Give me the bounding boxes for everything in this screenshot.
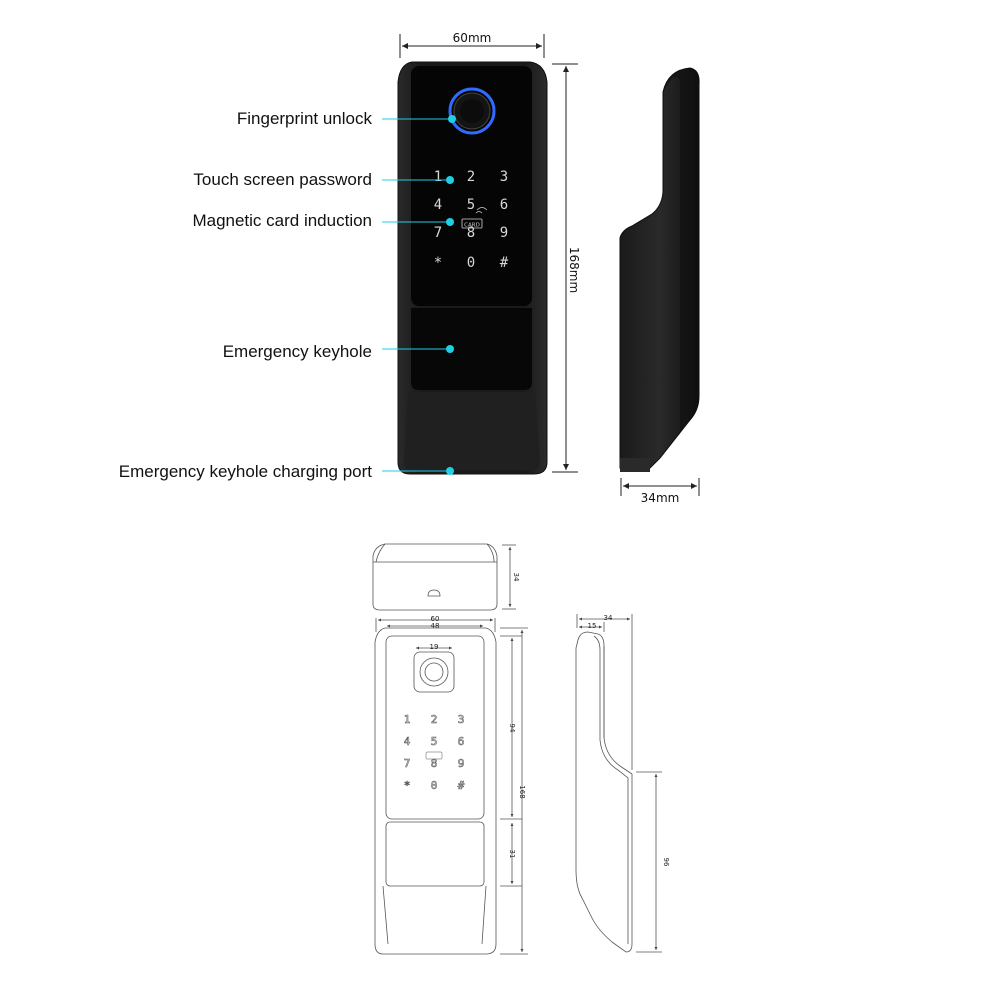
dimension-width: 60mm bbox=[399, 31, 545, 58]
front-view-drawing bbox=[374, 618, 528, 955]
callout-label: Emergency keyhole bbox=[223, 342, 372, 361]
fingerprint-sensor-center bbox=[460, 99, 484, 123]
dim-total: 168 bbox=[518, 785, 526, 798]
callout-charging-port: Emergency keyhole charging port bbox=[119, 462, 454, 481]
callout-label: Touch screen password bbox=[193, 170, 372, 189]
glass-panel bbox=[411, 66, 532, 306]
fingerprint-ring bbox=[448, 87, 496, 135]
callout-label: Emergency keyhole charging port bbox=[119, 462, 373, 481]
key-7: 8 bbox=[467, 225, 475, 241]
callout-dot bbox=[446, 218, 454, 226]
outline-key-8: 9 bbox=[458, 757, 465, 770]
key-4: 5 bbox=[467, 197, 475, 213]
key-1: 2 bbox=[467, 169, 475, 185]
key-6: 7 bbox=[434, 225, 442, 241]
lock-lower-face bbox=[404, 392, 540, 470]
outline-key-4: 5 bbox=[431, 735, 438, 748]
dim-panel: 94 bbox=[508, 724, 516, 733]
dimension-width-label: 60mm bbox=[453, 31, 492, 45]
key-5: 6 bbox=[500, 197, 508, 213]
key-3: 4 bbox=[434, 197, 442, 213]
keypad: 1 2 3 4 5 6 7 8 9 * 0 # bbox=[434, 169, 509, 271]
card-icon-label: CARD bbox=[464, 223, 480, 229]
outline-key-0: 1 bbox=[404, 713, 411, 726]
outline-key-5: 6 bbox=[458, 735, 465, 748]
dimension-depth-label: 34mm bbox=[641, 491, 680, 505]
outline-key-10: 0 bbox=[431, 779, 438, 792]
callout-label: Fingerprint unlock bbox=[237, 109, 373, 128]
keypad-outline: 1 2 3 4 5 6 7 8 9 * 0 # bbox=[403, 713, 465, 793]
callout-dot bbox=[446, 345, 454, 353]
outline-key-2: 3 bbox=[458, 713, 465, 726]
outline-key-9: * bbox=[404, 779, 411, 792]
dimension-height-label: 168mm bbox=[567, 247, 581, 293]
front-view: 1 2 3 4 5 6 7 8 9 * 0 # CARD bbox=[397, 61, 548, 475]
callouts: Fingerprint unlock Touch screen password… bbox=[119, 109, 456, 481]
outline-key-3: 4 bbox=[404, 735, 411, 748]
callout-dot bbox=[446, 176, 454, 184]
dimension-depth: 34mm bbox=[620, 478, 700, 505]
card-icon bbox=[461, 218, 483, 229]
callout-fingerprint: Fingerprint unlock bbox=[237, 109, 456, 128]
side-view bbox=[619, 67, 700, 472]
dim-sensor: 19 bbox=[430, 643, 439, 651]
dim-keyhole: 31 bbox=[508, 850, 516, 859]
outline-key-1: 2 bbox=[431, 713, 438, 726]
dim-front-outer: 60 bbox=[431, 615, 440, 623]
key-9: * bbox=[434, 255, 442, 271]
callout-password: Touch screen password bbox=[193, 170, 454, 189]
callout-card: Magnetic card induction bbox=[192, 211, 454, 230]
dim-top-depth: 34 bbox=[512, 573, 520, 582]
callout-label: Magnetic card induction bbox=[192, 211, 372, 230]
side-view-drawing bbox=[575, 614, 662, 953]
callout-dot bbox=[448, 115, 456, 123]
callout-dot bbox=[446, 467, 454, 475]
outline-key-7: 8 bbox=[431, 757, 438, 770]
outline-key-11: # bbox=[458, 779, 465, 792]
dim-side-lower: 96 bbox=[662, 858, 670, 867]
key-2: 3 bbox=[500, 169, 508, 185]
top-view-drawing bbox=[372, 543, 516, 611]
key-10: 0 bbox=[467, 255, 475, 271]
dim-side-depth: 34 bbox=[604, 614, 613, 622]
keyhole-cover bbox=[411, 308, 532, 390]
key-8: 9 bbox=[500, 225, 508, 241]
dim-front-inner: 48 bbox=[431, 622, 440, 630]
key-11: # bbox=[500, 255, 509, 271]
wireless-icon bbox=[475, 207, 488, 214]
dimension-height: 168mm bbox=[552, 63, 581, 473]
dim-side-top: 15 bbox=[588, 622, 597, 630]
outline-key-6: 7 bbox=[404, 757, 411, 770]
callout-keyhole: Emergency keyhole bbox=[223, 342, 454, 361]
key-0: 1 bbox=[434, 169, 442, 185]
